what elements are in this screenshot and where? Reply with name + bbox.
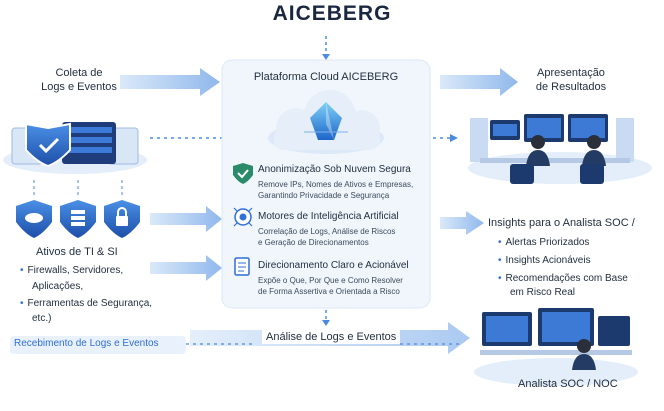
assets-title: Ativos de TI & SI bbox=[36, 246, 118, 258]
feature-direction-desc-2: de Forma Assertiva e Orientada a Risco bbox=[258, 287, 400, 296]
presentation-label: Apresentação de Resultados bbox=[535, 67, 607, 93]
arrow-assets-direction bbox=[150, 255, 222, 281]
insights-item-2: •Insights Acionáveis bbox=[498, 255, 591, 266]
document-icon bbox=[234, 257, 250, 276]
noc-label: Analista SOC / NOC bbox=[518, 378, 618, 390]
feature-ai-desc-2: e Geração de Direcionamentos bbox=[258, 238, 369, 247]
feature-anonymization-desc-1: Remove IPs, Nomes de Ativos e Empresas, bbox=[258, 180, 414, 189]
analysis-label: Análise de Logs e Eventos bbox=[262, 330, 401, 344]
asset-connectors bbox=[33, 180, 123, 198]
shield-check-icon bbox=[233, 163, 253, 184]
soc-workstation-icon bbox=[468, 114, 652, 184]
receipt-label: Recebimento de Logs e Eventos bbox=[14, 338, 159, 349]
server-cluster-icon bbox=[3, 122, 147, 174]
diagram-title: AICEBERG bbox=[272, 2, 392, 25]
collection-label: Coleta de Logs e Eventos bbox=[41, 67, 117, 93]
assets-item-1: •Firewalls, Servidores, bbox=[20, 265, 124, 276]
feature-anonymization-title: Anonimização Sob Nuvem Segura bbox=[258, 164, 411, 175]
arrow-insights bbox=[440, 211, 484, 235]
feature-ai-title: Motores de Inteligência Artificial bbox=[258, 211, 399, 222]
platform-title: Plataforma Cloud AICEBERG bbox=[253, 71, 399, 83]
insights-title: Insights para o Analista SOC / bbox=[488, 217, 635, 229]
feature-ai-desc-1: Correlação de Logs, Análise de Riscos bbox=[258, 227, 396, 236]
server-shield-icon bbox=[60, 200, 96, 238]
feature-anonymization-desc-2: Garantindo Privacidade e Segurança bbox=[258, 191, 390, 200]
feature-direction-title: Direcionamento Claro e Acionável bbox=[258, 260, 409, 271]
arrow-panel-down bbox=[322, 310, 330, 326]
assets-item-4: etc.) bbox=[32, 313, 52, 324]
iceberg-cloud-icon bbox=[268, 90, 384, 154]
arrow-collection bbox=[120, 68, 220, 96]
lock-shield-icon bbox=[104, 200, 140, 238]
receipt-highlight bbox=[10, 336, 186, 354]
arrow-presentation bbox=[440, 68, 518, 96]
insights-item-4: em Risco Real bbox=[510, 287, 576, 298]
insights-item-3: •Recomendações com Base bbox=[498, 273, 628, 284]
noc-workstation-icon bbox=[474, 308, 638, 386]
assets-item-2: Aplicações, bbox=[32, 281, 84, 292]
feature-direction-desc-1: Expõe o Que, Por Que e Como Resolver bbox=[258, 276, 403, 285]
assets-item-3: •Ferramentas de Segurança, bbox=[20, 298, 153, 309]
arrow-top-in bbox=[322, 36, 330, 60]
ai-brain-icon bbox=[233, 207, 253, 227]
arrow-assets-ai bbox=[150, 206, 222, 232]
insights-item-1: •Alertas Priorizados bbox=[498, 237, 590, 248]
cloud-shield-icon bbox=[16, 200, 52, 238]
